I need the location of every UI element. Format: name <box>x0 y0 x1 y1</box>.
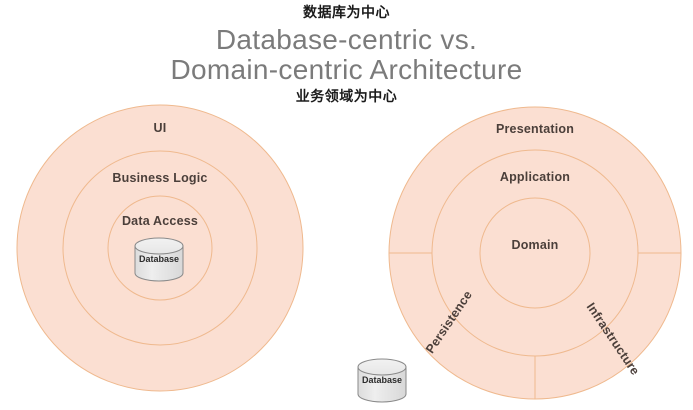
page-title-line-1: Database-centric vs. <box>215 24 478 55</box>
right-circle-group <box>388 106 682 400</box>
left-layer-label-ui: UI <box>153 121 167 135</box>
page-title-line-2: Domain-centric Architecture <box>170 54 523 85</box>
left-layer-label-data-access: Data Access <box>121 214 199 228</box>
right-database-label: Database <box>361 375 403 385</box>
cylinder-body <box>357 366 407 403</box>
right-layer-label-domain: Domain <box>511 238 559 252</box>
left-database-cylinder <box>134 237 184 282</box>
cylinder-top <box>357 358 407 376</box>
left-database-label: Database <box>138 254 180 264</box>
cylinder-body <box>134 245 184 282</box>
right-layer-label-presentation: Presentation <box>495 122 575 136</box>
right-database-cylinder <box>357 358 407 403</box>
annotation-database-centric: 数据库为中心 <box>303 5 390 21</box>
right-inner-ring-domain <box>479 197 591 309</box>
left-layer-label-business-logic: Business Logic <box>112 171 208 185</box>
right-layer-label-application: Application <box>499 170 571 184</box>
cylinder-top <box>134 237 184 255</box>
annotation-domain-centric: 业务领域为中心 <box>295 89 398 105</box>
